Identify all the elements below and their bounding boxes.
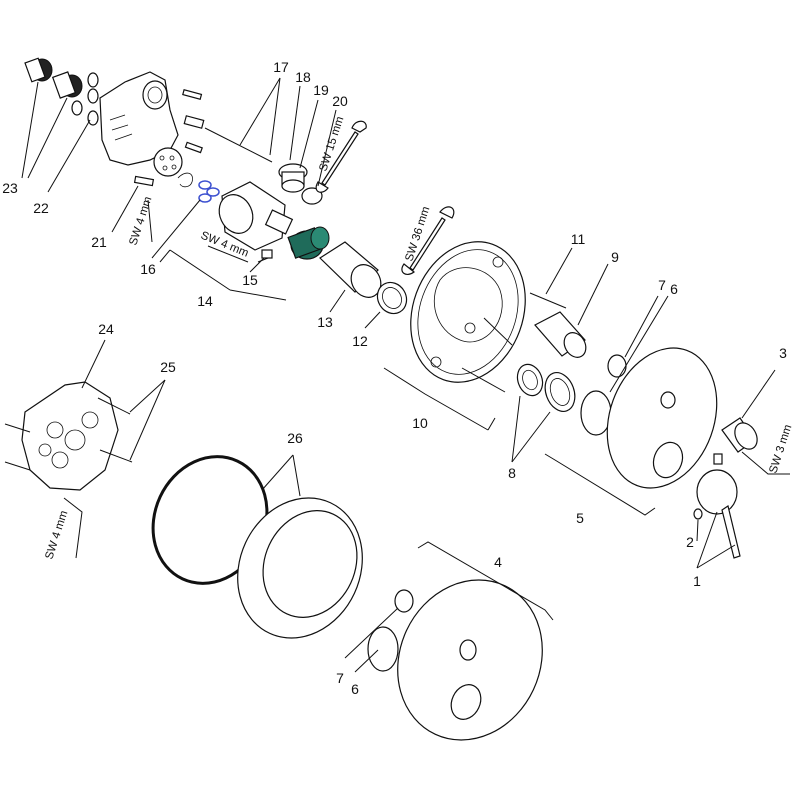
- label-part-23: 23: [2, 180, 18, 196]
- label-part-12: 12: [352, 333, 368, 349]
- label-part-16: 16: [140, 261, 156, 277]
- wrench-sw15: [315, 120, 367, 193]
- tool-label-sw3: SW 3 mm: [767, 423, 794, 475]
- label-part-4: 4: [494, 554, 502, 570]
- mounting-plate-part-10: [410, 241, 526, 383]
- label-part-9: 9: [611, 249, 619, 265]
- tool-label-sw4-bottom: SW 4 mm: [43, 509, 70, 561]
- cylinder-part-9: [534, 311, 587, 358]
- label-part-17: 17: [273, 59, 289, 75]
- screws-part-25: [4, 397, 133, 471]
- cartridge-parts-18-19: [278, 163, 323, 205]
- label-part-15: 15: [242, 272, 258, 288]
- allen-key-sw4-mid: [207, 245, 249, 263]
- label-part-7-right: 7: [658, 277, 666, 293]
- spindle-rod-part-17: [204, 127, 273, 163]
- label-part-25: 25: [160, 359, 176, 375]
- ring-nut-part-12: [376, 281, 408, 315]
- label-part-2: 2: [686, 534, 694, 550]
- label-part-10: 10: [412, 415, 428, 431]
- label-part-14: 14: [197, 293, 213, 309]
- tool-label-sw15: SW 15 mm: [317, 115, 346, 173]
- label-part-7-bottom: 7: [336, 670, 344, 686]
- label-part-6-bottom: 6: [351, 681, 359, 697]
- label-part-24: 24: [98, 321, 114, 337]
- valve-body: [99, 71, 183, 177]
- extension-ring-part-26: [237, 497, 363, 639]
- cartridge-part-14: [218, 181, 294, 251]
- allen-key-sw4-bottom: [63, 497, 83, 559]
- label-part-11: 11: [571, 231, 586, 247]
- screw-part-15: [257, 249, 273, 263]
- o-rings-part-22: [71, 72, 99, 126]
- sleeve-part-13: [319, 241, 382, 298]
- label-part-5: 5: [576, 510, 584, 526]
- cover-plate-part-4: [397, 579, 543, 741]
- lever-handle-part-1: [696, 453, 741, 559]
- knob-part-3: [721, 417, 758, 453]
- label-part-6-right: 6: [670, 281, 678, 297]
- label-part-8: 8: [508, 465, 516, 481]
- allen-key-sw3: [741, 451, 790, 475]
- wrench-sw36: [401, 206, 455, 276]
- screw-part-21: [133, 175, 155, 187]
- leader-lines: [21, 77, 776, 673]
- screws-plate: [461, 292, 567, 393]
- valve-body-part-24: [21, 381, 119, 491]
- label-part-13: 13: [317, 314, 333, 330]
- label-part-20: 20: [332, 93, 348, 109]
- escutcheon-part-5: [606, 347, 718, 489]
- label-part-3: 3: [779, 345, 787, 361]
- green-nut: [287, 226, 330, 260]
- allen-key-sw4-left: [147, 199, 153, 243]
- spring-clip: [177, 172, 193, 188]
- tool-label-sw36: SW 36 mm: [403, 205, 432, 263]
- blue-o-rings-part-16: [198, 180, 220, 203]
- o-rings-bottom-6-7: [367, 589, 414, 672]
- grub-screw-part-2: [693, 508, 703, 520]
- screws-top: [182, 89, 205, 154]
- adapter-rings-part-8: [516, 363, 576, 412]
- inlet-fittings-part-23: [24, 57, 83, 99]
- o-rings-right-6-7: [580, 354, 627, 436]
- label-part-19: 19: [313, 82, 329, 98]
- label-part-26: 26: [287, 430, 303, 446]
- label-part-1: 1: [693, 573, 701, 589]
- label-part-18: 18: [295, 69, 311, 85]
- label-part-22: 22: [33, 200, 49, 216]
- label-part-21: 21: [91, 234, 107, 250]
